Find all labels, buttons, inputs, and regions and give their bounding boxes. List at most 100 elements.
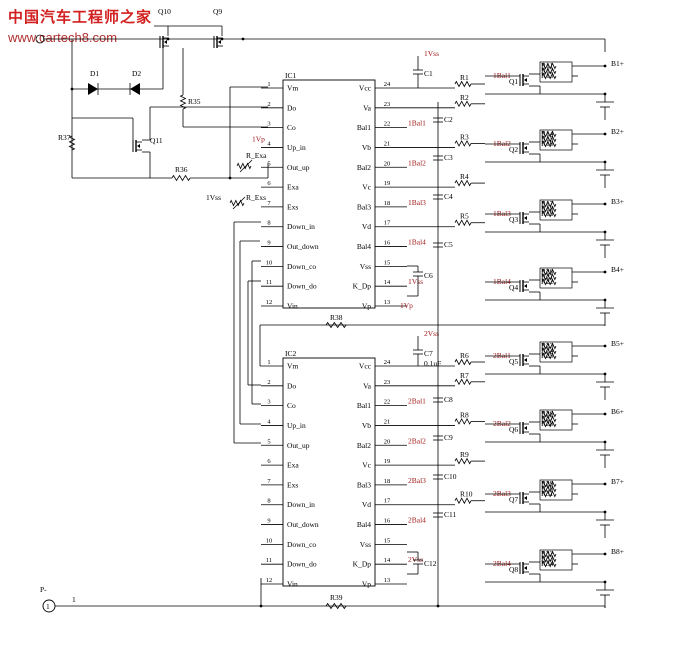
cell-q-label: Q6	[509, 425, 518, 434]
cell-mosfet	[519, 562, 529, 574]
c9-label: C9	[444, 433, 453, 442]
ic1-pin-num: 20	[384, 160, 391, 167]
c10-label: C10	[444, 472, 457, 481]
ic2-bal-label: 2Bal3	[408, 476, 426, 485]
ic2-pin-num: 4	[267, 418, 271, 425]
resistor-label: R1	[460, 73, 469, 82]
ic1-bal-label: 1Bal2	[408, 158, 426, 167]
diode-d2	[130, 83, 140, 95]
resistor-label: R9	[460, 450, 469, 459]
battery-label: B2+	[611, 127, 624, 136]
ic2-pin-num: 15	[384, 537, 391, 544]
ic2-pin-name: Bal4	[357, 520, 371, 529]
resistor-label: R8	[460, 410, 469, 419]
resistor-R1	[454, 80, 472, 88]
cell-resistor-label: R20	[541, 267, 554, 276]
c7-label: C7	[424, 349, 433, 358]
junction-dot	[603, 160, 607, 164]
junction-dot	[603, 230, 607, 234]
ic2-pin-name: K_Dp	[353, 560, 372, 569]
resistor-R2	[454, 100, 472, 108]
battery-label: B8+	[611, 547, 624, 556]
resistor-label: R10	[460, 490, 473, 499]
cell-resistor-label: R14	[541, 129, 554, 138]
c7-value: 0.1uF	[424, 359, 441, 368]
ic1-pin-name: Down_do	[287, 282, 317, 291]
ic1-pin-name: Vss	[360, 262, 371, 271]
ic1-pin-name: Vc	[362, 183, 371, 192]
ic1-pin-num: 24	[384, 81, 391, 88]
ic2-pin-name: Exa	[287, 461, 299, 470]
d1-label: D1	[90, 69, 99, 78]
rail-pin-num: 1	[72, 595, 76, 604]
ic1-pin-name: Co	[287, 123, 296, 132]
cell-resistor	[541, 550, 557, 558]
ic2-pin-num: 6	[267, 458, 271, 465]
ic1-pin-num: 8	[267, 220, 270, 227]
ic1-pin-name: Up_in	[287, 143, 306, 152]
d2-label: D2	[132, 69, 141, 78]
ic1-vss-label: 1Vss	[408, 277, 423, 286]
resistor-R5	[454, 219, 472, 227]
cell-resistor-label: R33	[541, 554, 554, 563]
ic1-pin-num: 23	[384, 101, 391, 108]
ic1-pin-num: 13	[384, 299, 391, 306]
resistor-r37	[68, 135, 76, 151]
ic2-vss-top: 2Vss	[424, 329, 439, 338]
c12-label: C12	[424, 559, 437, 568]
balance-cell-2	[539, 129, 573, 151]
ic2-body	[282, 357, 376, 587]
cell-resistor-label: R23	[541, 341, 554, 350]
ic1-pin-num: 22	[384, 121, 391, 128]
ic2-pin-name: Out_up	[287, 441, 310, 450]
cell-resistor-label: R24	[541, 346, 554, 355]
ic2-pin-name: Vss	[360, 540, 371, 549]
ic2-pin-num: 12	[266, 577, 273, 584]
ic1-pin-name: Vb	[362, 143, 371, 152]
ic2-pin-num: 20	[384, 438, 391, 445]
cell-resistor-label: R30	[541, 484, 554, 493]
resistor-r38	[325, 321, 347, 329]
r35-label: R35	[188, 97, 201, 106]
c11-label: C11	[444, 510, 456, 519]
cell-resistor-label: R13	[541, 71, 554, 80]
ic1-pin-name: K_Dp	[353, 282, 372, 291]
balance-cell-8	[539, 549, 573, 571]
ic1-vp-in-label: 1Vp	[252, 134, 265, 143]
ic2-pin-name: Out_down	[287, 520, 319, 529]
var-resistor-exs	[229, 199, 245, 207]
wire	[232, 196, 246, 210]
ic2-pin-name: Vd	[362, 500, 371, 509]
ic1-pin-num: 21	[384, 140, 391, 147]
cell-resistor	[541, 268, 557, 276]
ic2-pin-name: Vb	[362, 421, 371, 430]
cell-mosfet	[519, 354, 529, 366]
ic2-pin-name: Vc	[362, 461, 371, 470]
ic1-pin-num: 1	[267, 81, 270, 88]
cell-resistor-label: R32	[541, 549, 554, 558]
ic1-pin-num: 15	[384, 259, 391, 266]
cell-bal-label: 2Bal1	[493, 351, 511, 360]
junction-dot	[603, 482, 607, 486]
ic1-pin-num: 7	[267, 200, 271, 207]
junction-dot	[603, 202, 607, 206]
ic2-pin-name: Down_do	[287, 560, 317, 569]
cell-q-label: Q3	[509, 215, 518, 224]
ic1-pin-name: Exa	[287, 183, 299, 192]
ic1-pin-name: Vin	[287, 302, 298, 311]
balance-cell-1	[539, 61, 573, 83]
ic1-pin-name: Vcc	[359, 84, 372, 93]
ic2-pin-name: Down_co	[287, 540, 316, 549]
ic1-name: IC1	[285, 71, 297, 80]
cell-resistor	[541, 347, 557, 355]
ic2-pin-num: 8	[267, 498, 270, 505]
ic1-pin-name: Down_co	[287, 262, 316, 271]
junction-dot	[603, 64, 607, 68]
ic2-bal-label: 2Bal4	[408, 516, 426, 525]
cell-bal-label: 1Bal3	[493, 209, 511, 218]
junction-dot	[603, 510, 607, 514]
cell-q-label: Q5	[509, 357, 518, 366]
cell-bal-label: 2Bal2	[493, 419, 511, 428]
